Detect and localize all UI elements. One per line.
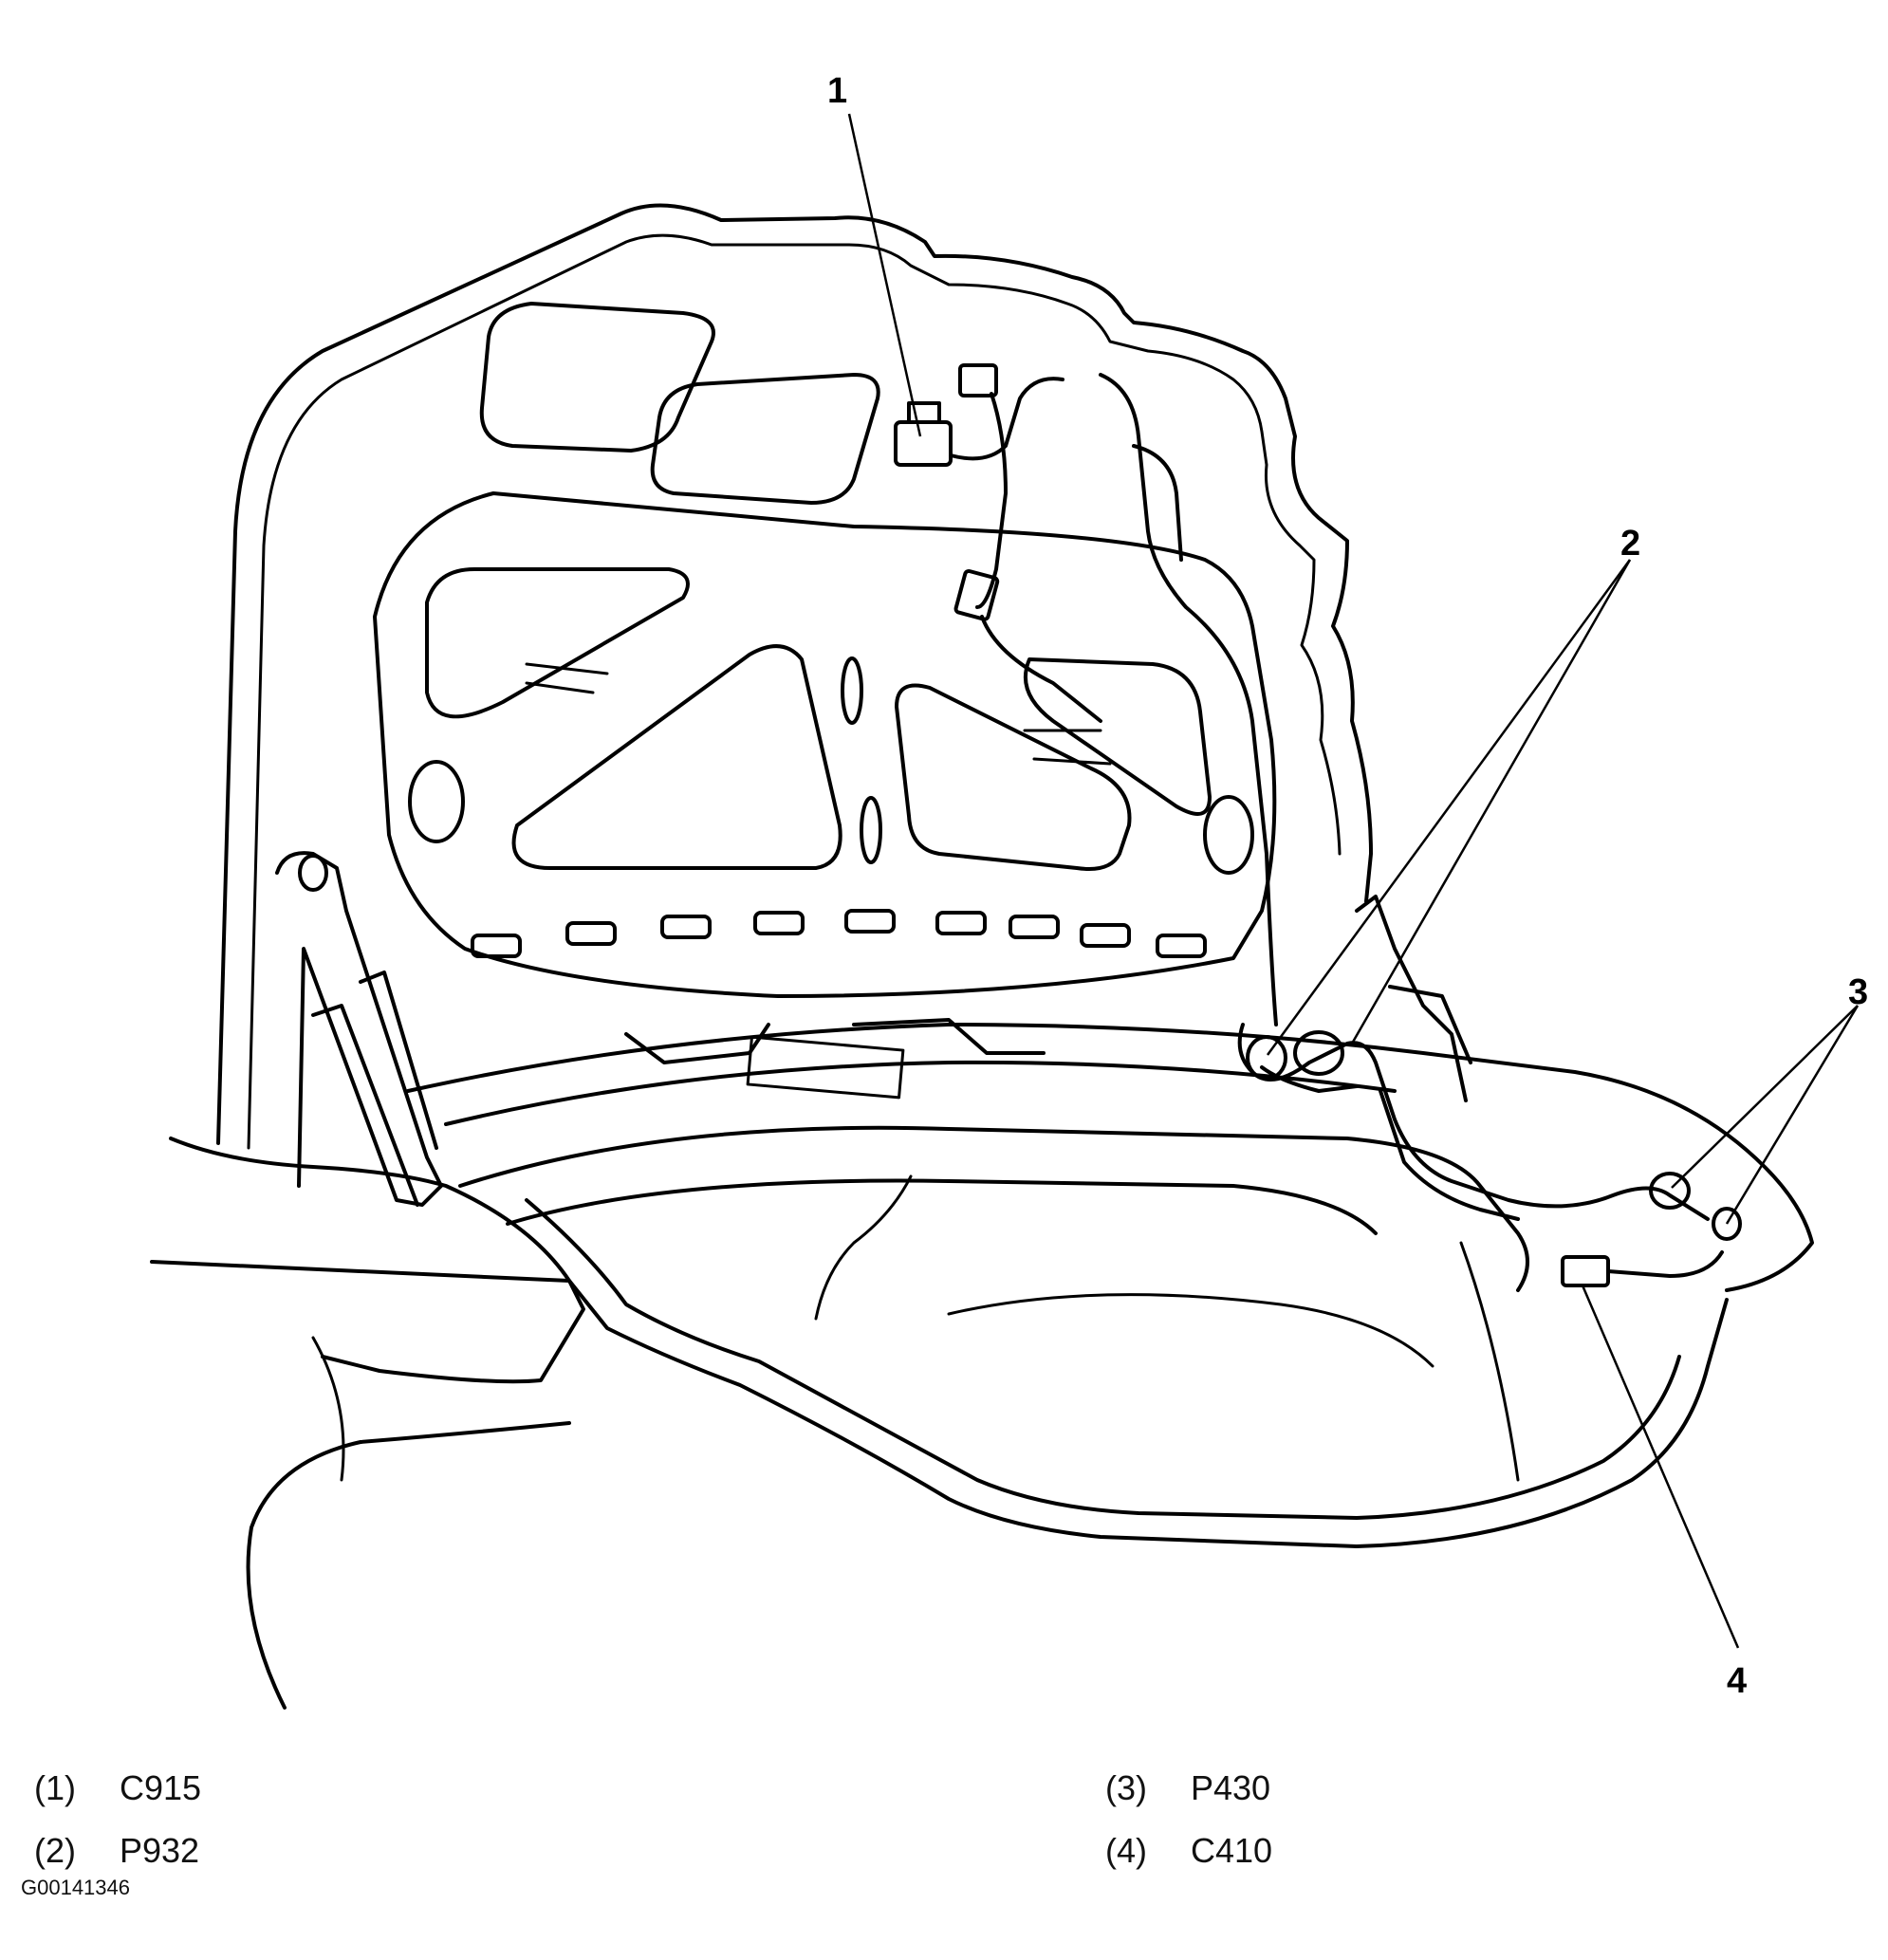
leader-2b (1350, 559, 1632, 1045)
leader-4 (1581, 1285, 1740, 1649)
legend-item-2: (2) P932 (34, 1830, 201, 1893)
legend-item-4: (4) C410 (1105, 1830, 1272, 1893)
callout-4: 4 (1727, 1661, 1747, 1701)
inner-panel (373, 302, 1277, 998)
callout-leaders (847, 113, 1860, 1649)
legend-number: (3) (1105, 1768, 1147, 1807)
callout-3: 3 (1848, 972, 1868, 1012)
trunk-body (150, 1018, 1814, 1710)
legend-item-3: (3) P430 (1105, 1767, 1272, 1830)
legend-number: (2) (34, 1831, 76, 1870)
leader-3b (1725, 1005, 1860, 1225)
legend-code: C410 (1191, 1831, 1273, 1870)
connector-c410 (1561, 1255, 1610, 1287)
legend-item-1: (1) C915 (34, 1767, 201, 1830)
figure-code: G00141346 (21, 1876, 130, 1899)
leader-2a (1266, 559, 1632, 1056)
legend-code: C915 (120, 1768, 202, 1807)
connector-p430-b (1712, 1207, 1742, 1241)
leader-3a (1671, 1005, 1859, 1189)
callout-2: 2 (1620, 524, 1640, 564)
legend-code: P430 (1191, 1768, 1271, 1807)
wiring-harness (894, 363, 1742, 1287)
connector-p430-a (1649, 1172, 1691, 1210)
leader-1 (847, 113, 922, 437)
legend-code: P932 (120, 1831, 200, 1870)
legend-number: (4) (1105, 1831, 1147, 1870)
trunk-lid-outline (216, 203, 1373, 1150)
callout-1: 1 (827, 71, 847, 111)
legend-number: (1) (34, 1768, 76, 1807)
legend-right-column: (3) P430 (4) C410 (1105, 1767, 1272, 1893)
legend-left-column: (1) C915 (2) P932 (34, 1767, 201, 1893)
connector-c915 (894, 420, 953, 467)
connector-p932-b (1293, 1030, 1344, 1076)
